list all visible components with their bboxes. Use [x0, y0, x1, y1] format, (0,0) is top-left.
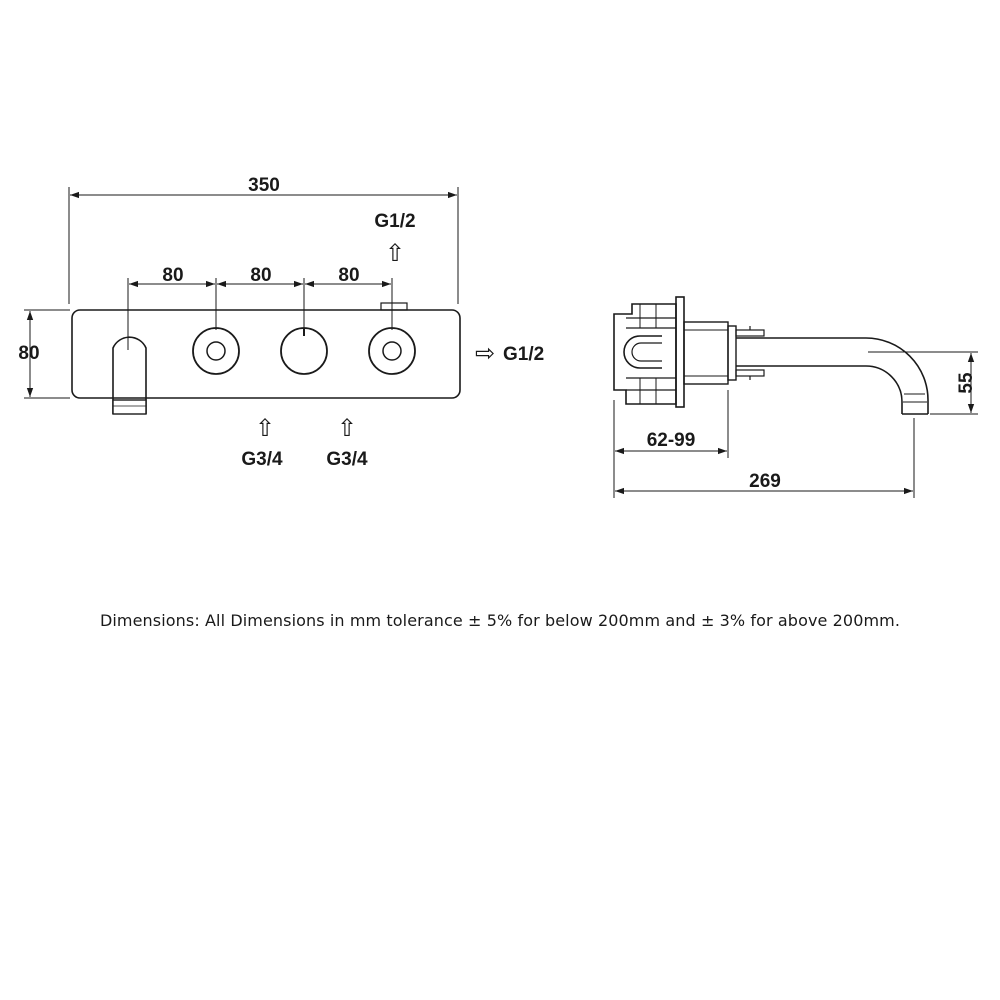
top-connection-nub	[380, 302, 408, 311]
inlet-left-label: G3/4	[241, 449, 283, 470]
valve-body	[613, 303, 677, 405]
front-view: 350 80 80 80 80	[18, 175, 544, 470]
handle-right	[368, 327, 416, 375]
dim-height: 80	[18, 343, 39, 364]
dim-spacing-3: 80	[338, 265, 359, 286]
arrow-right-icon: ⇨	[475, 339, 495, 367]
dim-spacing-2: 80	[250, 265, 271, 286]
tolerance-note: Dimensions: All Dimensions in mm toleran…	[99, 611, 901, 630]
top-connection-label: G1/2	[374, 211, 415, 232]
arrow-up-icon: ⇧	[385, 239, 405, 267]
dim-spout-length: 269	[749, 471, 781, 492]
dim-spacing-1: 80	[162, 265, 183, 286]
dim-spout-drop: 55	[956, 372, 977, 394]
side-connection-label: G1/2	[503, 344, 544, 365]
spout-front	[112, 336, 147, 415]
diverter-middle	[280, 327, 328, 375]
inlet-right-label: G3/4	[326, 449, 368, 470]
arrow-up-icon: ⇧	[255, 414, 275, 442]
side-view: 55 62-99 269	[613, 296, 978, 498]
handle-left	[192, 327, 240, 375]
spout-side	[736, 337, 929, 415]
wall-flange	[675, 296, 685, 408]
dim-overall-width: 350	[248, 175, 280, 196]
arrow-up-icon: ⇧	[337, 414, 357, 442]
mounting-sleeve	[683, 321, 729, 385]
front-plate	[71, 309, 461, 399]
dim-wall-depth: 62-99	[647, 430, 696, 451]
